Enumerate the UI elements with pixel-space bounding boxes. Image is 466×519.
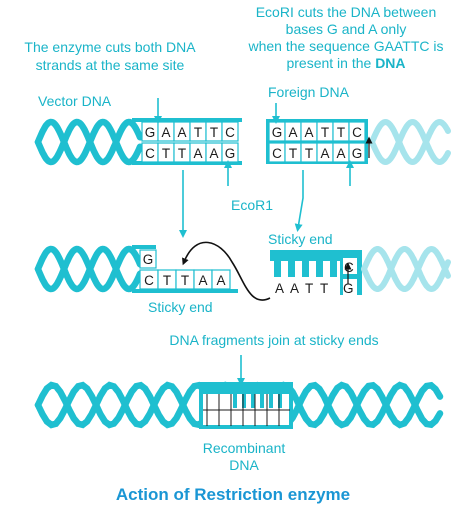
foreign-bottom-base: T (289, 146, 297, 161)
sticky-end-left-label: Sticky end (148, 299, 213, 315)
right-sticky-bottom-base: G (343, 281, 354, 296)
foreign-top-base: A (288, 125, 297, 140)
vector-bottom-base: A (209, 146, 218, 161)
vector-helix-strand-b (34, 118, 144, 166)
vector-dna-helix (34, 118, 144, 166)
recombinant-tooth (269, 393, 273, 408)
left-fragment-helix (34, 245, 144, 293)
left-sticky-top-cell (139, 249, 157, 269)
ecori-note-line4-bold: DNA (375, 55, 405, 71)
vector-top-base: T (194, 125, 202, 140)
vector-bottom-base: T (178, 146, 186, 161)
left-backbone (132, 245, 238, 293)
foreign-bottom-base: T (305, 146, 313, 161)
vector-top-cell (221, 121, 239, 142)
vector-top-base: G (145, 125, 156, 140)
left-sticky-bottom-base: A (198, 273, 207, 288)
left-sticky-bottom-base: T (163, 273, 171, 288)
right-fragment-helix (361, 245, 451, 293)
vector-top-base: T (210, 125, 218, 140)
recombinant-tooth (242, 393, 246, 408)
left-sticky-top-base: G (143, 252, 154, 267)
left-sticky-bottom-base: A (216, 273, 225, 288)
foreign-bottom-cell (348, 142, 366, 163)
foreign-dna-helix (369, 118, 451, 166)
recombinant-tooth (278, 393, 282, 408)
vector-bottom-base: G (225, 146, 236, 161)
foreign-top-base: C (352, 125, 362, 140)
foreign-bottom-base: A (336, 146, 345, 161)
right-tooth (288, 260, 295, 277)
left-sticky-bottom-base: T (181, 273, 189, 288)
vector-top-base: A (161, 125, 170, 140)
foreign-top-base: A (304, 125, 313, 140)
ecori-note-line3: when the sequence GAATTC is (247, 38, 443, 54)
recombinant-top-band (201, 384, 291, 394)
ecori-note-line1: EcoRI cuts the DNA between (256, 4, 437, 20)
down-arrow-right (294, 170, 304, 232)
enzyme-note-line2: strands at the same site (36, 57, 185, 73)
right-bottom-cell (343, 279, 357, 295)
vector-bottom-base: A (193, 146, 202, 161)
recombinant-join-block (199, 382, 293, 429)
foreign-dna-label: Foreign DNA (268, 84, 350, 100)
enzyme-note-line1: The enzyme cuts both DNA (24, 39, 196, 55)
fragments-join-label: DNA fragments join at sticky ends (169, 332, 378, 348)
recombinant-label-line2: DNA (229, 457, 259, 473)
vector-top-base: C (225, 125, 235, 140)
foreign-bottom-base: A (320, 146, 329, 161)
right-helix-strand-a (361, 246, 451, 293)
right-sticky-bottom-base: A (290, 281, 299, 296)
foreign-top-base: T (337, 125, 345, 140)
right-sticky-bottom-base: T (320, 281, 328, 296)
left-sticky-bottom-cell (211, 269, 231, 290)
right-tooth (302, 260, 309, 277)
ecor1-label: EcoR1 (231, 197, 273, 213)
right-helix-strand-b (361, 245, 451, 292)
foreign-helix-strand-a (369, 118, 451, 166)
vector-bottom-base: T (162, 146, 170, 161)
right-tooth (330, 260, 337, 277)
foreign-bottom-base: C (272, 146, 282, 161)
right-tooth (274, 260, 281, 277)
join-curve-arrow (182, 241, 271, 301)
recombinant-tooth (260, 393, 264, 408)
foreign-top-base: T (321, 125, 329, 140)
recombinant-tooth (233, 393, 237, 408)
left-helix-strand-b (34, 245, 144, 293)
foreign-bottom-base: G (352, 146, 363, 161)
vector-dna-label: Vector DNA (38, 93, 112, 109)
foreign-top-cell (348, 121, 366, 142)
sticky-end-right-label: Sticky end (268, 231, 333, 247)
diagram-title: Action of Restriction enzyme (116, 485, 350, 504)
ecori-note-line2: bases G and A only (286, 21, 407, 37)
ecori-note-line4-text: present in the (286, 55, 375, 71)
right-sticky-bottom-base: A (275, 281, 284, 296)
right-tooth (316, 260, 323, 277)
right-sticky-bottom-base: T (305, 281, 313, 296)
recombinant-tooth (251, 393, 255, 408)
vector-dna-cap (132, 118, 242, 165)
vector-bottom-base: C (145, 146, 155, 161)
right-sticky-top-base: C (344, 260, 354, 275)
foreign-top-base: G (272, 125, 283, 140)
vector-top-base: A (177, 125, 186, 140)
ecori-note-line4: present in the DNA (286, 55, 405, 71)
left-sticky-bottom-base: C (144, 273, 154, 288)
right-backbone (270, 250, 360, 261)
foreign-helix-strand-b (369, 118, 451, 166)
recombinant-label-line1: Recombinant (203, 440, 286, 456)
